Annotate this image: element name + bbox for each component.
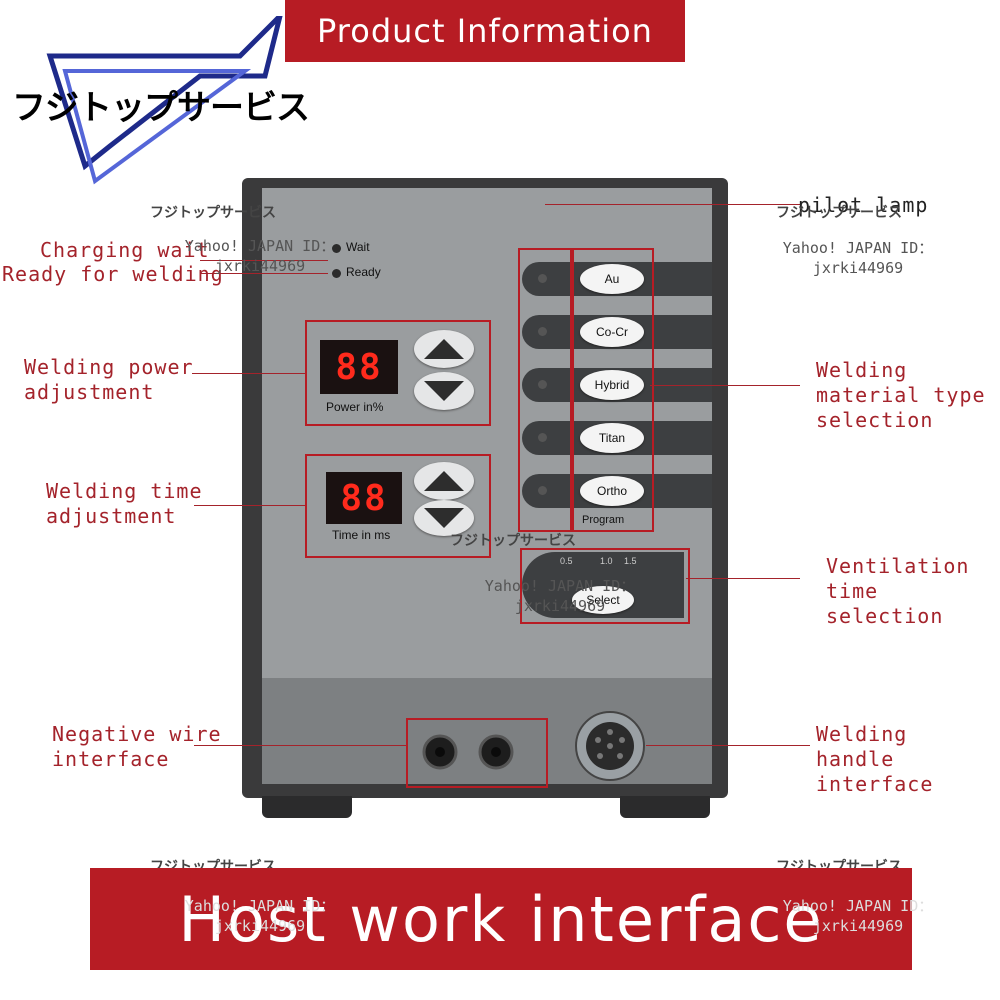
material-button-hybrid[interactable]: Hybrid — [580, 370, 644, 400]
material-button-titan[interactable]: Titan — [580, 423, 644, 453]
ready-label: Ready — [346, 265, 381, 279]
wait-led-icon — [332, 244, 341, 253]
pilot-lamp-icon — [538, 433, 547, 442]
brand-logo-arrow-icon — [46, 16, 283, 185]
material-button-au[interactable]: Au — [580, 264, 644, 294]
arrow-down-icon — [424, 381, 464, 401]
watermark-id: Yahoo! JAPAN ID： jxrki44969 — [184, 237, 336, 275]
footer-banner: Host work interface — [90, 868, 912, 970]
arrow-up-icon — [424, 339, 464, 359]
callout-line — [194, 505, 305, 506]
header-banner: Product Information — [285, 0, 685, 62]
welding-handle-socket-icon — [575, 711, 645, 781]
material-button-co-cr[interactable]: Co-Cr — [580, 317, 644, 347]
brand-logo-text: フジトップサービス — [12, 88, 310, 128]
watermark-id: Yahoo! JAPAN ID： jxrki44969 — [782, 239, 934, 277]
watermark-id: Yahoo! JAPAN ID： jxrki44969 — [782, 897, 934, 935]
negative-wire-highlight-box — [406, 718, 548, 788]
callout-power: Welding power adjustment — [24, 355, 194, 404]
callout-line — [650, 385, 800, 386]
callout-pilot: pilot lamp — [798, 193, 929, 217]
arrow-down-icon — [424, 508, 464, 528]
footer-title: Host work interface — [178, 882, 824, 956]
material-button-ortho[interactable]: Ortho — [580, 476, 644, 506]
callout-handle: Welding handle interface — [816, 722, 934, 796]
callout-line — [194, 745, 406, 746]
pilot-lamp-icon — [538, 327, 547, 336]
header-title: Product Information — [317, 12, 653, 50]
time-up-button[interactable] — [414, 462, 474, 500]
watermark-brand: フジトップサービス — [450, 533, 576, 549]
callout-line — [686, 578, 800, 579]
power-up-button[interactable] — [414, 330, 474, 368]
pilot-lamp-icon — [538, 274, 547, 283]
device-foot-right — [620, 796, 710, 818]
callout-line — [545, 204, 800, 205]
time-down-button[interactable] — [414, 500, 474, 536]
power-display: 88 — [320, 340, 398, 394]
callout-charging-wait: Charging wait — [40, 238, 210, 262]
pilot-lamp-icon — [538, 380, 547, 389]
material-highlight-box — [572, 248, 654, 532]
device-foot-left — [262, 796, 352, 818]
power-down-button[interactable] — [414, 372, 474, 410]
wait-label: Wait — [346, 240, 370, 254]
callout-material: Welding material type selection — [816, 358, 986, 432]
callout-time: Welding time adjustment — [46, 479, 203, 528]
callout-line — [192, 373, 305, 374]
watermark-brand: フジトップサービス — [776, 205, 902, 221]
vent-mark: 0.5 — [560, 556, 573, 566]
time-display: 88 — [326, 472, 402, 524]
callout-line — [646, 745, 810, 746]
pilot-lamp-highlight-box — [518, 248, 572, 532]
negative-wire-jack-icon — [422, 734, 514, 770]
callout-ventilation: Ventilation time selection — [826, 554, 970, 628]
vent-mark: 1.5 — [624, 556, 637, 566]
pilot-lamp-icon — [538, 486, 547, 495]
vent-mark: 1.0 — [600, 556, 613, 566]
watermark-id: Yahoo! JAPAN ID： jxrki44969 — [184, 897, 336, 935]
arrow-up-icon — [424, 471, 464, 491]
time-label: Time in ms — [332, 528, 391, 542]
power-label: Power in% — [326, 400, 384, 414]
power-highlight-box — [305, 320, 491, 426]
program-label: Program — [582, 514, 625, 526]
time-highlight-box — [305, 454, 491, 558]
watermark-brand: フジトップサービス — [150, 205, 276, 221]
ready-led-icon — [332, 269, 341, 278]
callout-ready: Ready for welding — [2, 262, 224, 286]
callout-line — [200, 273, 328, 274]
watermark-id: Yahoo! JAPAN ID： jxrki44969 — [484, 577, 636, 615]
ventilation-highlight-box — [520, 548, 690, 624]
select-button[interactable]: Select — [572, 586, 634, 614]
callout-negative: Negative wire interface — [52, 722, 222, 771]
callout-line — [200, 260, 328, 261]
